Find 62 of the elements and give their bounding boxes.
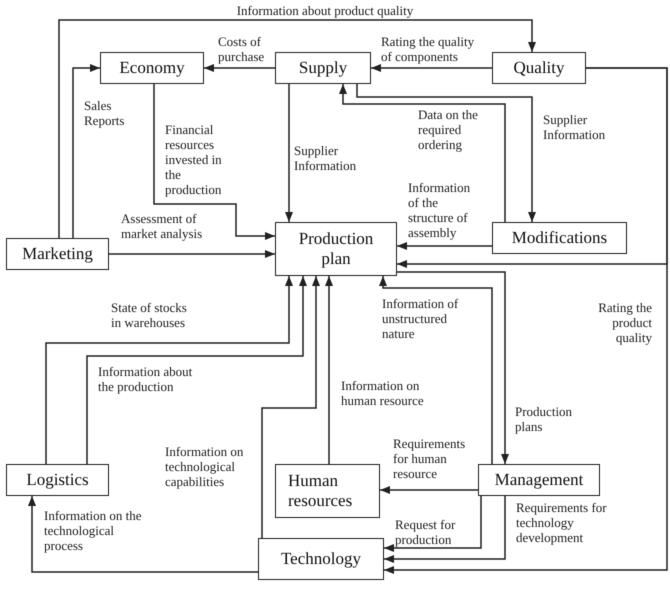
- edge-label: Supplier Information: [543, 112, 606, 142]
- process-box: [492, 222, 627, 254]
- process-box: [6, 464, 109, 496]
- node-label: Modifications: [512, 228, 608, 248]
- arrow: [379, 276, 493, 464]
- edge-label: Information of unstructured nature: [382, 296, 460, 341]
- arrow: [153, 84, 275, 240]
- edge-label: Request for production: [395, 517, 456, 547]
- edge-label: Information on the technological process: [44, 508, 142, 553]
- edge-label: Rating the product quality: [597, 300, 652, 345]
- arrow: [384, 496, 506, 563]
- edge-label: Information on human resource: [341, 378, 425, 408]
- arrow: [339, 84, 506, 222]
- process-box: [478, 464, 600, 496]
- arrow: [72, 64, 100, 238]
- edge-label: Financial resources invested in the production: [165, 122, 223, 197]
- node-label: Management: [494, 470, 584, 490]
- process-box: [275, 222, 397, 276]
- edge-label: Sales Reports: [84, 98, 126, 128]
- edge-label: State of stocks in warehouses: [111, 300, 188, 330]
- edge-label: Information on technological capabilities: [165, 444, 244, 489]
- process-box: [275, 464, 380, 518]
- edge-label: Assessment of market analysis: [121, 211, 204, 241]
- node-label: Human resources: [288, 471, 354, 511]
- process-box: [492, 52, 586, 84]
- arrow: [397, 271, 509, 464]
- arrow: [86, 276, 307, 464]
- edge-label: Costs of purchase: [218, 34, 266, 64]
- node-label: Logistics: [26, 470, 89, 490]
- node-label: Marketing: [22, 244, 93, 264]
- arrow: [384, 67, 668, 574]
- process-box: [258, 538, 384, 580]
- edge-label: Requirements for technology development: [516, 500, 608, 545]
- arrow: [204, 64, 275, 72]
- arrow: [28, 496, 258, 573]
- arrow: [325, 276, 333, 464]
- node-label: Supply: [298, 58, 348, 78]
- node-label: Economy: [119, 58, 185, 78]
- edge-label: Rating the quality of components: [381, 34, 476, 64]
- edge-label: Information of the structure of assembly: [408, 180, 472, 240]
- process-box: [100, 52, 204, 84]
- arrow: [261, 276, 320, 538]
- arrow: [45, 276, 293, 464]
- edge-label: Data on the required ordering: [418, 107, 479, 152]
- process-box: [275, 52, 371, 84]
- node-label: Production plan: [298, 229, 374, 269]
- edge-label: Supplier Information: [294, 143, 358, 173]
- arrow: [356, 84, 536, 222]
- edge-label: Production plans: [515, 404, 574, 434]
- arrow: [384, 496, 482, 552]
- node-label: Technology: [280, 549, 361, 569]
- arrow: [58, 19, 536, 238]
- arrow: [380, 486, 478, 494]
- arrow: [285, 84, 293, 222]
- edge-label: Information about the production: [98, 364, 194, 394]
- process-box: [6, 238, 109, 270]
- node-label: Quality: [514, 58, 564, 78]
- arrow: [371, 64, 492, 72]
- arrow: [109, 250, 275, 258]
- edge-label: Information about product quality: [236, 3, 414, 18]
- arrow: [397, 242, 492, 250]
- edge-label: Requirements for human resource: [393, 436, 466, 481]
